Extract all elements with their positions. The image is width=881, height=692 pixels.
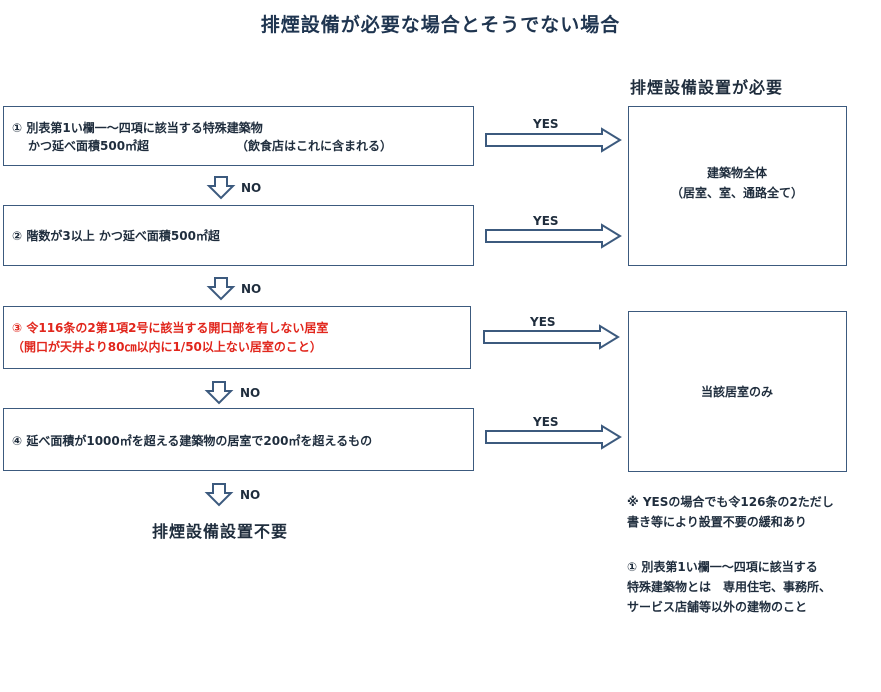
note-2: ① 別表第1い欄一～四項に該当する 特殊建築物とは 専用住宅、事務所、 サービス… [627, 557, 831, 617]
yes-label-3: YES [530, 315, 556, 329]
down-arrow-icon [204, 483, 234, 507]
step-1-line1: ① 別表第1い欄一～四項に該当する特殊建築物 [12, 121, 263, 135]
step-4-line1: ④ 延べ面積が1000㎡を超える建築物の居室で200㎡を超えるもの [12, 434, 373, 448]
not-required-label: 排煙設備設置不要 [152, 522, 289, 541]
down-arrow-icon [206, 176, 236, 200]
result-whole-building-box: 建築物全体 （居室、室、通路全て） [628, 106, 847, 266]
step-3-box: ③ 令116条の2第1項2号に該当する開口部を有しない居室 （開口が天井より80… [3, 306, 471, 369]
right-arrow-icon [485, 223, 622, 249]
page-title: 排煙設備が必要な場合とそうでない場合 [260, 14, 621, 36]
step-3-line2: （開口が天井より80㎝以内に1/50以上ない居室のこと） [12, 340, 322, 354]
right-arrow-icon [485, 424, 622, 450]
result-room-only-box: 当該居室のみ [628, 311, 847, 472]
yes-label-2: YES [533, 214, 559, 228]
note-2-line1: ① 別表第1い欄一～四項に該当する [627, 560, 818, 574]
step-3-line1: ③ 令116条の2第1項2号に該当する開口部を有しない居室 [12, 321, 329, 335]
right-arrow-icon [483, 324, 620, 350]
no-label-2: NO [241, 282, 262, 296]
step-1-box: ① 別表第1い欄一～四項に該当する特殊建築物 かつ延べ面積500㎡超 （飲食店は… [3, 106, 474, 166]
down-arrow-icon [204, 381, 234, 405]
note-1-line1: ※ YESの場合でも令126条の2ただし [627, 495, 834, 509]
result-whole-line1: 建築物全体 [706, 166, 767, 180]
header-required: 排煙設備設置が必要 [630, 78, 784, 97]
no-label-4: NO [240, 488, 261, 502]
note-1-line2: 書き等により設置不要の緩和あり [627, 515, 807, 529]
result-room-only: 当該居室のみ [700, 385, 773, 399]
result-whole-line2: （居室、室、通路全て） [670, 186, 803, 200]
note-2-line3: サービス店舗等以外の建物のこと [627, 600, 808, 614]
step-1-line2b: （飲食店はこれに含まれる） [236, 139, 393, 153]
no-label-3: NO [240, 386, 261, 400]
step-4-box: ④ 延べ面積が1000㎡を超える建築物の居室で200㎡を超えるもの [3, 408, 474, 471]
no-label-1: NO [241, 181, 262, 195]
yes-label-1: YES [533, 117, 559, 131]
note-1: ※ YESの場合でも令126条の2ただし 書き等により設置不要の緩和あり [627, 492, 834, 532]
yes-label-4: YES [533, 415, 559, 429]
step-2-box: ② 階数が3以上 かつ延べ面積500㎡超 [3, 205, 474, 266]
right-arrow-icon [485, 127, 622, 153]
note-2-line2: 特殊建築物とは 専用住宅、事務所、 [627, 580, 832, 594]
down-arrow-icon [206, 277, 236, 301]
step-2-line1: ② 階数が3以上 かつ延べ面積500㎡超 [12, 229, 220, 243]
step-1-line2: かつ延べ面積500㎡超 [28, 139, 150, 153]
